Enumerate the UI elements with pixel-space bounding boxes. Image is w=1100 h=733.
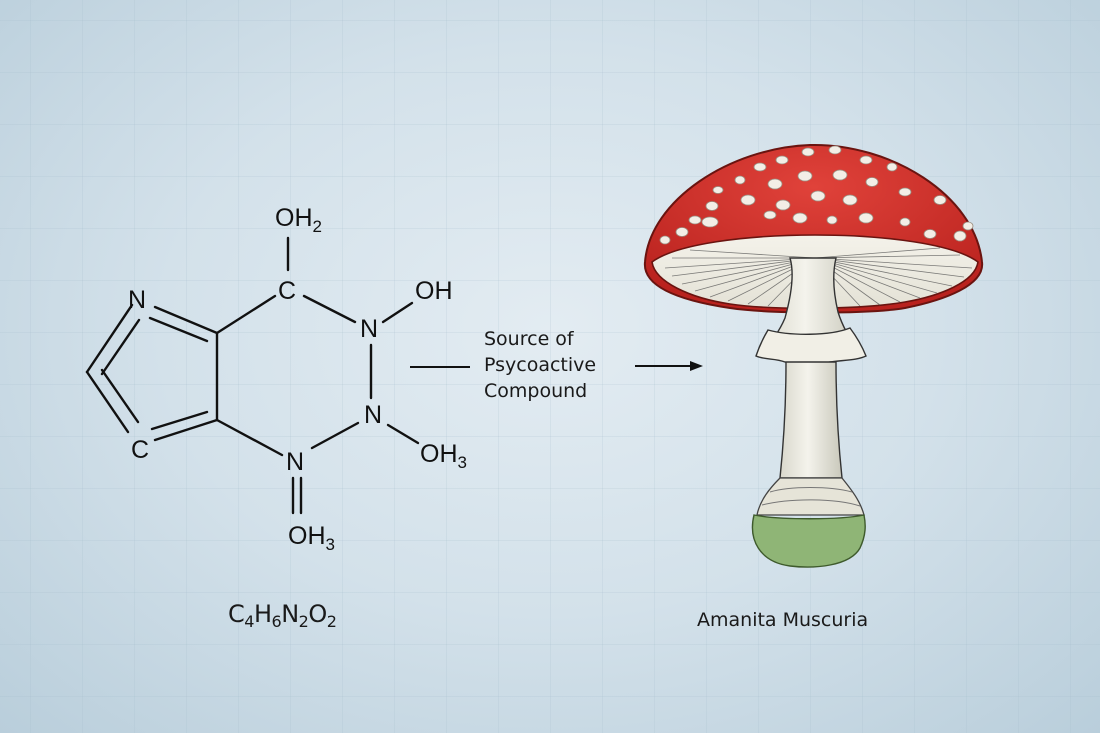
atom-oh-right: OH [415,277,453,305]
atom-nitrogen-middle: N [364,401,382,429]
arrow-head-icon [690,361,703,371]
atom-carbon-top: C [278,277,296,305]
species-label: Amanita Muscuria [697,609,869,631]
cap-spots [659,145,974,245]
mushroom-bulb-scales [756,477,865,516]
mushroom-ring [755,327,867,366]
atom-oh2-top: OH2 [275,204,322,236]
molecular-formula: C4H6N2O2 [228,600,337,631]
atom-oh3-right: OH3 [420,440,467,472]
atom-carbon-ring: C [131,436,149,464]
arrow-caption-line1: Source of [484,328,574,350]
arrow-caption-line3: Compound [484,380,588,402]
mushroom-volva [751,514,866,568]
atom-nitrogen-lower: N [286,448,304,476]
atom-oh3-bottom: OH3 [288,522,335,554]
arrow-caption: Source of Psycoactive Compound [484,326,624,404]
atom-nitrogen-ring: N [128,286,146,314]
arrow-caption-line2: Psycoactive [484,354,597,376]
mushroom-stem-lower [779,361,843,479]
atom-nitrogen-upper: N [360,315,378,343]
